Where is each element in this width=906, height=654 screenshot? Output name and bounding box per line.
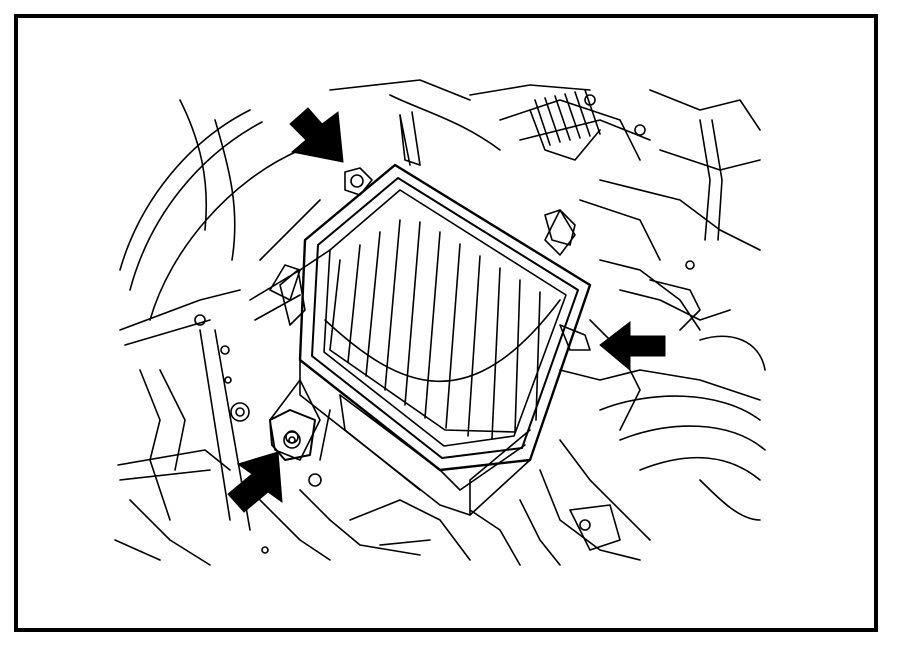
right-component-lines xyxy=(329,79,766,566)
arrow-right xyxy=(599,320,666,372)
air-cleaner-housing xyxy=(269,114,592,516)
left-fender-lines xyxy=(114,99,471,566)
arrow-top-left xyxy=(289,107,344,163)
arrow-bottom-left xyxy=(227,451,283,513)
